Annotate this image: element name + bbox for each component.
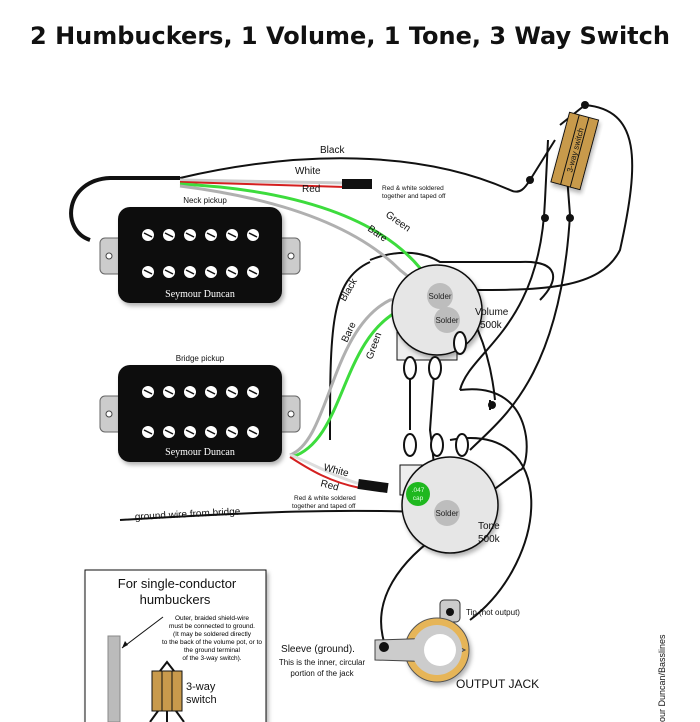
label-green-bridge: Green [364,331,384,361]
pole-slot [248,232,258,238]
credit: our Duncan/Basslines [657,634,667,722]
output-jack [374,599,470,683]
pole-slot [185,429,195,435]
neck-taped-note-2: together and taped off [382,193,446,200]
tone-label: Tone [478,521,500,532]
neck-pickup: Seymour Duncan [99,207,301,303]
jack-sleeve-note-1: This is the inner, circular [279,658,366,667]
pole-slot [248,429,258,435]
pole-slot [206,269,216,275]
bridge-tape [357,478,389,494]
label-ground-wire: ground wire from bridge [135,506,241,523]
pole-slot [164,269,174,275]
bridge-pickup: Seymour Duncan [99,365,301,462]
jack-sleeve-label: Sleeve (ground). [281,644,355,655]
pole-slot [143,389,153,395]
label-red: Red [302,184,320,195]
inset-note-line: (It may be soldered directly [173,631,252,638]
volume-solder-1: Solder [428,292,451,301]
pole-slot [206,232,216,238]
jack-tip-label: Tip (hot output) [466,608,520,617]
pole-slot [185,389,195,395]
label-bare: Bare [365,223,389,244]
three-way-switch: 3-way switch [550,111,600,191]
neck-brand: Seymour Duncan [165,289,235,300]
volume-solder-2: Solder [435,316,458,325]
bridge-brand: Seymour Duncan [165,447,235,458]
label-black: Black [320,145,345,156]
pole-slot [143,232,153,238]
pole-slot [227,389,237,395]
inset-note-line: Outer, braided shield-wire [175,615,249,622]
jack-label: OUTPUT JACK [456,677,539,691]
bridge-pickup-label: Bridge pickup [176,354,225,363]
label-red-bridge: Red [319,478,340,493]
neck-taped-note-1: Red & white soldered [382,185,444,192]
pole-slot [227,429,237,435]
bridge-taped-note-2: together and taped off [292,503,356,510]
neck-pickup-label: Neck pickup [183,196,227,205]
pole-slot [206,429,216,435]
label-white: White [295,166,321,177]
pole-slot [248,389,258,395]
ground-wires [69,104,634,646]
inset-note-line: of the 3-way switch). [182,655,241,662]
diagram-title: 2 Humbuckers, 1 Volume, 1 Tone, 3 Way Sw… [30,22,670,50]
inset-title-2: humbuckers [140,592,211,607]
pole-slot [143,269,153,275]
pole-slot [248,269,258,275]
tone-pot: .047 cap Solder [399,433,499,554]
pole-slot [164,389,174,395]
pole-slot [164,429,174,435]
inset-title-1: For single-conductor [118,576,237,591]
neck-tape [342,179,372,189]
cap-label: cap [413,495,424,502]
volume-label: Volume [475,307,509,318]
tone-value: 500k [478,534,501,545]
volume-pot: Solder Solder [391,264,483,380]
inset-note-line: the ground terminal [184,647,241,654]
label-green: Green [383,209,412,234]
pole-slot [164,232,174,238]
bridge-taped-note-1: Red & white soldered [294,495,356,502]
tone-solder: Solder [435,509,458,518]
cap-value: .047 [412,487,425,494]
volume-value: 500k [480,320,503,331]
pole-slot [185,269,195,275]
pole-slot [206,389,216,395]
pole-slot [227,232,237,238]
pole-slot [227,269,237,275]
single-conductor-inset: For single-conductor humbuckers Outer, b… [84,569,267,722]
inset-note-line: must be connected to ground. [169,623,255,630]
pole-slot [143,429,153,435]
inset-switch-2: switch [186,694,217,706]
pole-slot [185,232,195,238]
jack-sleeve-note-2: portion of the jack [290,669,354,678]
inset-switch-1: 3-way [186,681,216,693]
label-black-bridge: Black [338,276,360,304]
tone-capacitor [406,482,430,506]
inset-note-line: to the back of the volume pot, or to [162,639,262,646]
bridge-colored-wires [289,294,439,489]
neck-colored-wires [179,178,439,296]
